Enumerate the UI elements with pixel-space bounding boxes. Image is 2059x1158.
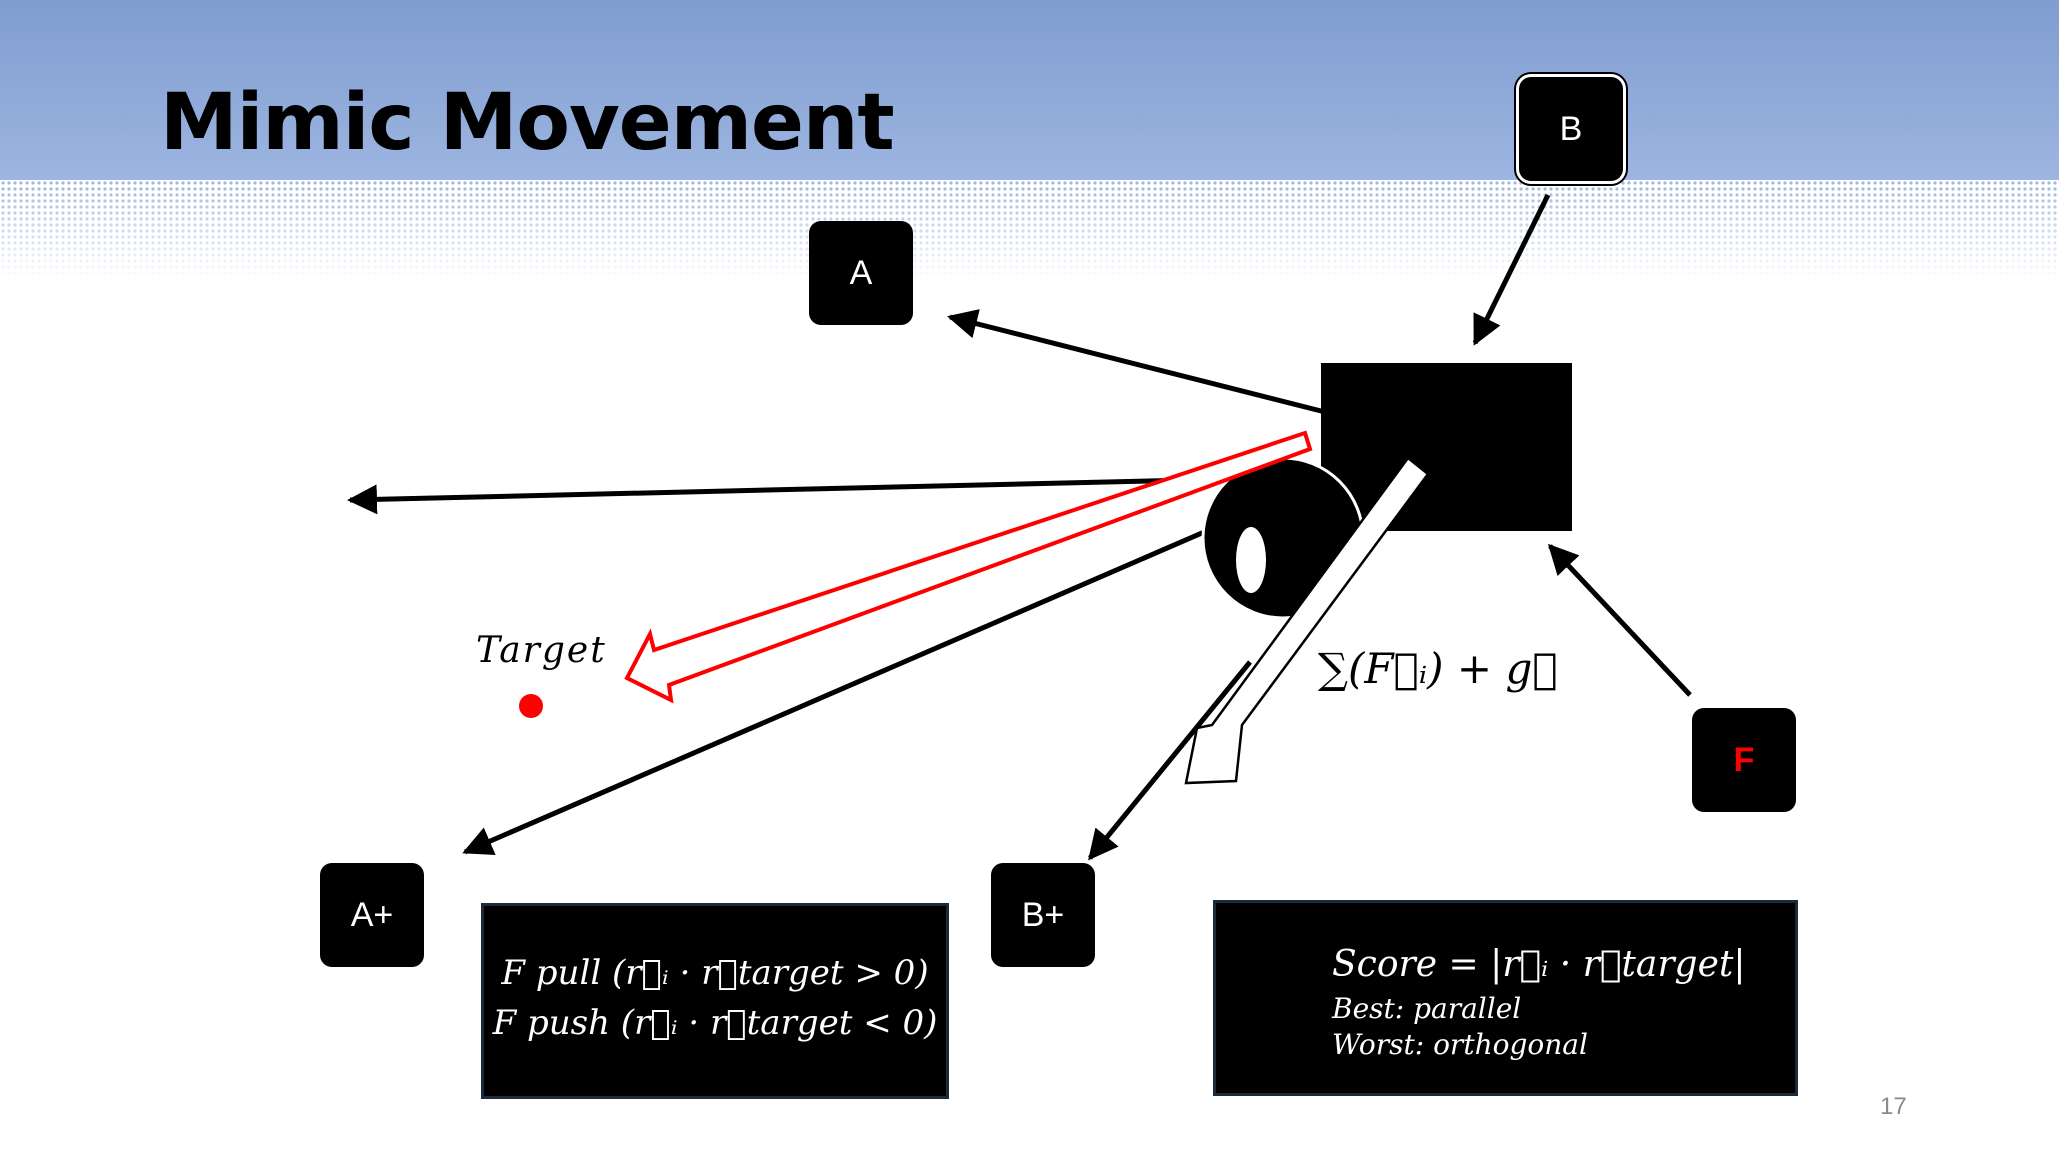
pull-formula: F pull (r⃗ᵢ · r⃗target > 0) [501,953,929,993]
worst-label: Worst: orthogonal [1332,1028,1588,1061]
score-formula: Score = |r⃗ᵢ · r⃗target| [1332,944,1746,985]
target-point [519,694,543,718]
wheel-hub [1236,527,1266,593]
target-direction-arrow [624,430,1313,704]
node-b: B [1519,77,1623,181]
node-a-plus: A+ [320,863,424,967]
node-b-plus: B+ [991,863,1095,967]
arrow-to-a-plus [462,520,1226,856]
score-formula-box: Score = |r⃗ᵢ · r⃗target| Best: parallel … [1213,900,1798,1096]
target-label: Target [476,630,607,671]
arrow-to-a [947,309,1326,415]
pull-push-formula-box: F pull (r⃗ᵢ · r⃗target > 0) F push (r⃗ᵢ … [481,903,949,1099]
header-band [0,0,2059,180]
arrow-left-long [347,474,1316,515]
page-number: 17 [1880,1093,1907,1120]
best-label: Best: parallel [1332,992,1522,1025]
arrow-from-b [1472,193,1551,346]
push-formula: F push (r⃗ᵢ · r⃗target < 0) [492,1003,938,1043]
header-dot-pattern [0,180,2059,280]
block-body [1321,363,1572,531]
slide-title: Mimic Movement [160,78,895,168]
node-a: A [809,221,913,325]
node-f: F [1692,708,1796,812]
force-sum-label: ∑(F⃗ᵢ) + g⃗ [1318,644,1558,693]
resultant-force-arrow [1184,456,1430,785]
arrow-to-b-plus [1088,660,1252,861]
arrow-from-f [1547,543,1692,697]
